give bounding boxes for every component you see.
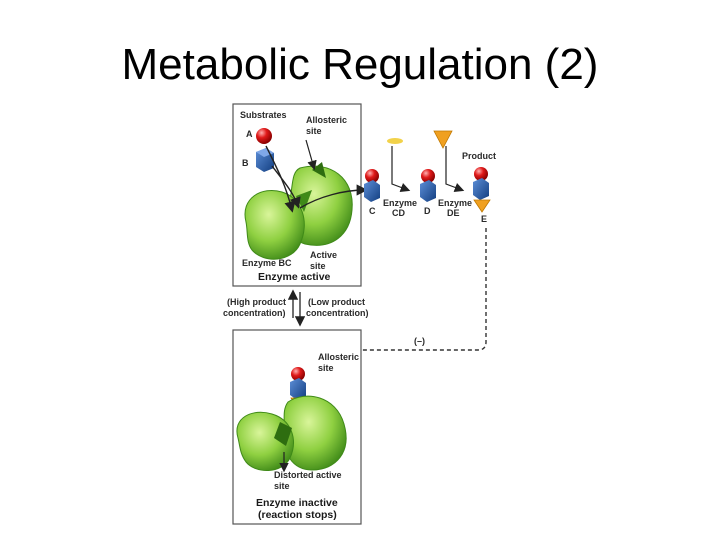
high-product-label: (High product (227, 297, 286, 307)
substrate-b-molecule (256, 148, 274, 172)
enzyme-bc-active (244, 162, 353, 260)
enzyme-cd-label: Enzyme (383, 198, 417, 208)
reaction-stops-label: (reaction stops) (258, 509, 337, 521)
de-label: DE (447, 208, 460, 218)
distorted-active-site-label: Distorted active (274, 470, 342, 480)
cofactor-yellow (387, 138, 403, 144)
product-e-piece (433, 130, 453, 149)
enzyme-inactive-label: Enzyme inactive (256, 497, 338, 509)
feedback-inhibition-path (302, 228, 487, 360)
feedback-minus-label: (–) (414, 336, 425, 346)
enzyme-cd-arrow (391, 146, 411, 192)
high-concentration-label: concentration) (223, 308, 286, 318)
allosteric-site-label-bottom: Allosteric (318, 352, 359, 362)
product-c (364, 169, 380, 202)
enzyme-active-label: Enzyme active (258, 271, 331, 283)
enzyme-de-label: Enzyme (438, 198, 472, 208)
c-label: C (369, 206, 376, 216)
site-label-bottom: site (318, 363, 334, 373)
product-e (473, 167, 491, 213)
e-label: E (481, 214, 487, 224)
allosteric-site-label-top: Allosteric (306, 115, 347, 125)
active-site-label: Active (310, 250, 337, 260)
enzyme-de-arrow (445, 146, 465, 192)
enzyme-bc-inactive (236, 395, 347, 471)
enzyme-bc-label: Enzyme BC (242, 258, 292, 268)
site-label-top: site (306, 126, 322, 136)
substrate-b-label: B (242, 158, 249, 168)
distorted-site-label: site (274, 481, 290, 491)
substrate-a-molecule (256, 128, 272, 144)
substrate-a-label: A (246, 129, 253, 139)
product-d (420, 169, 436, 202)
product-label: Product (462, 151, 496, 161)
cd-label: CD (392, 208, 405, 218)
bound-product-e (290, 367, 308, 411)
substrates-label: Substrates (240, 110, 287, 120)
d-label: D (424, 206, 431, 216)
slide-title: Metabolic Regulation (2) (121, 40, 599, 89)
low-concentration-label: concentration) (306, 308, 369, 318)
active-site-label-2: site (310, 261, 326, 271)
low-product-label: (Low product (308, 297, 365, 307)
